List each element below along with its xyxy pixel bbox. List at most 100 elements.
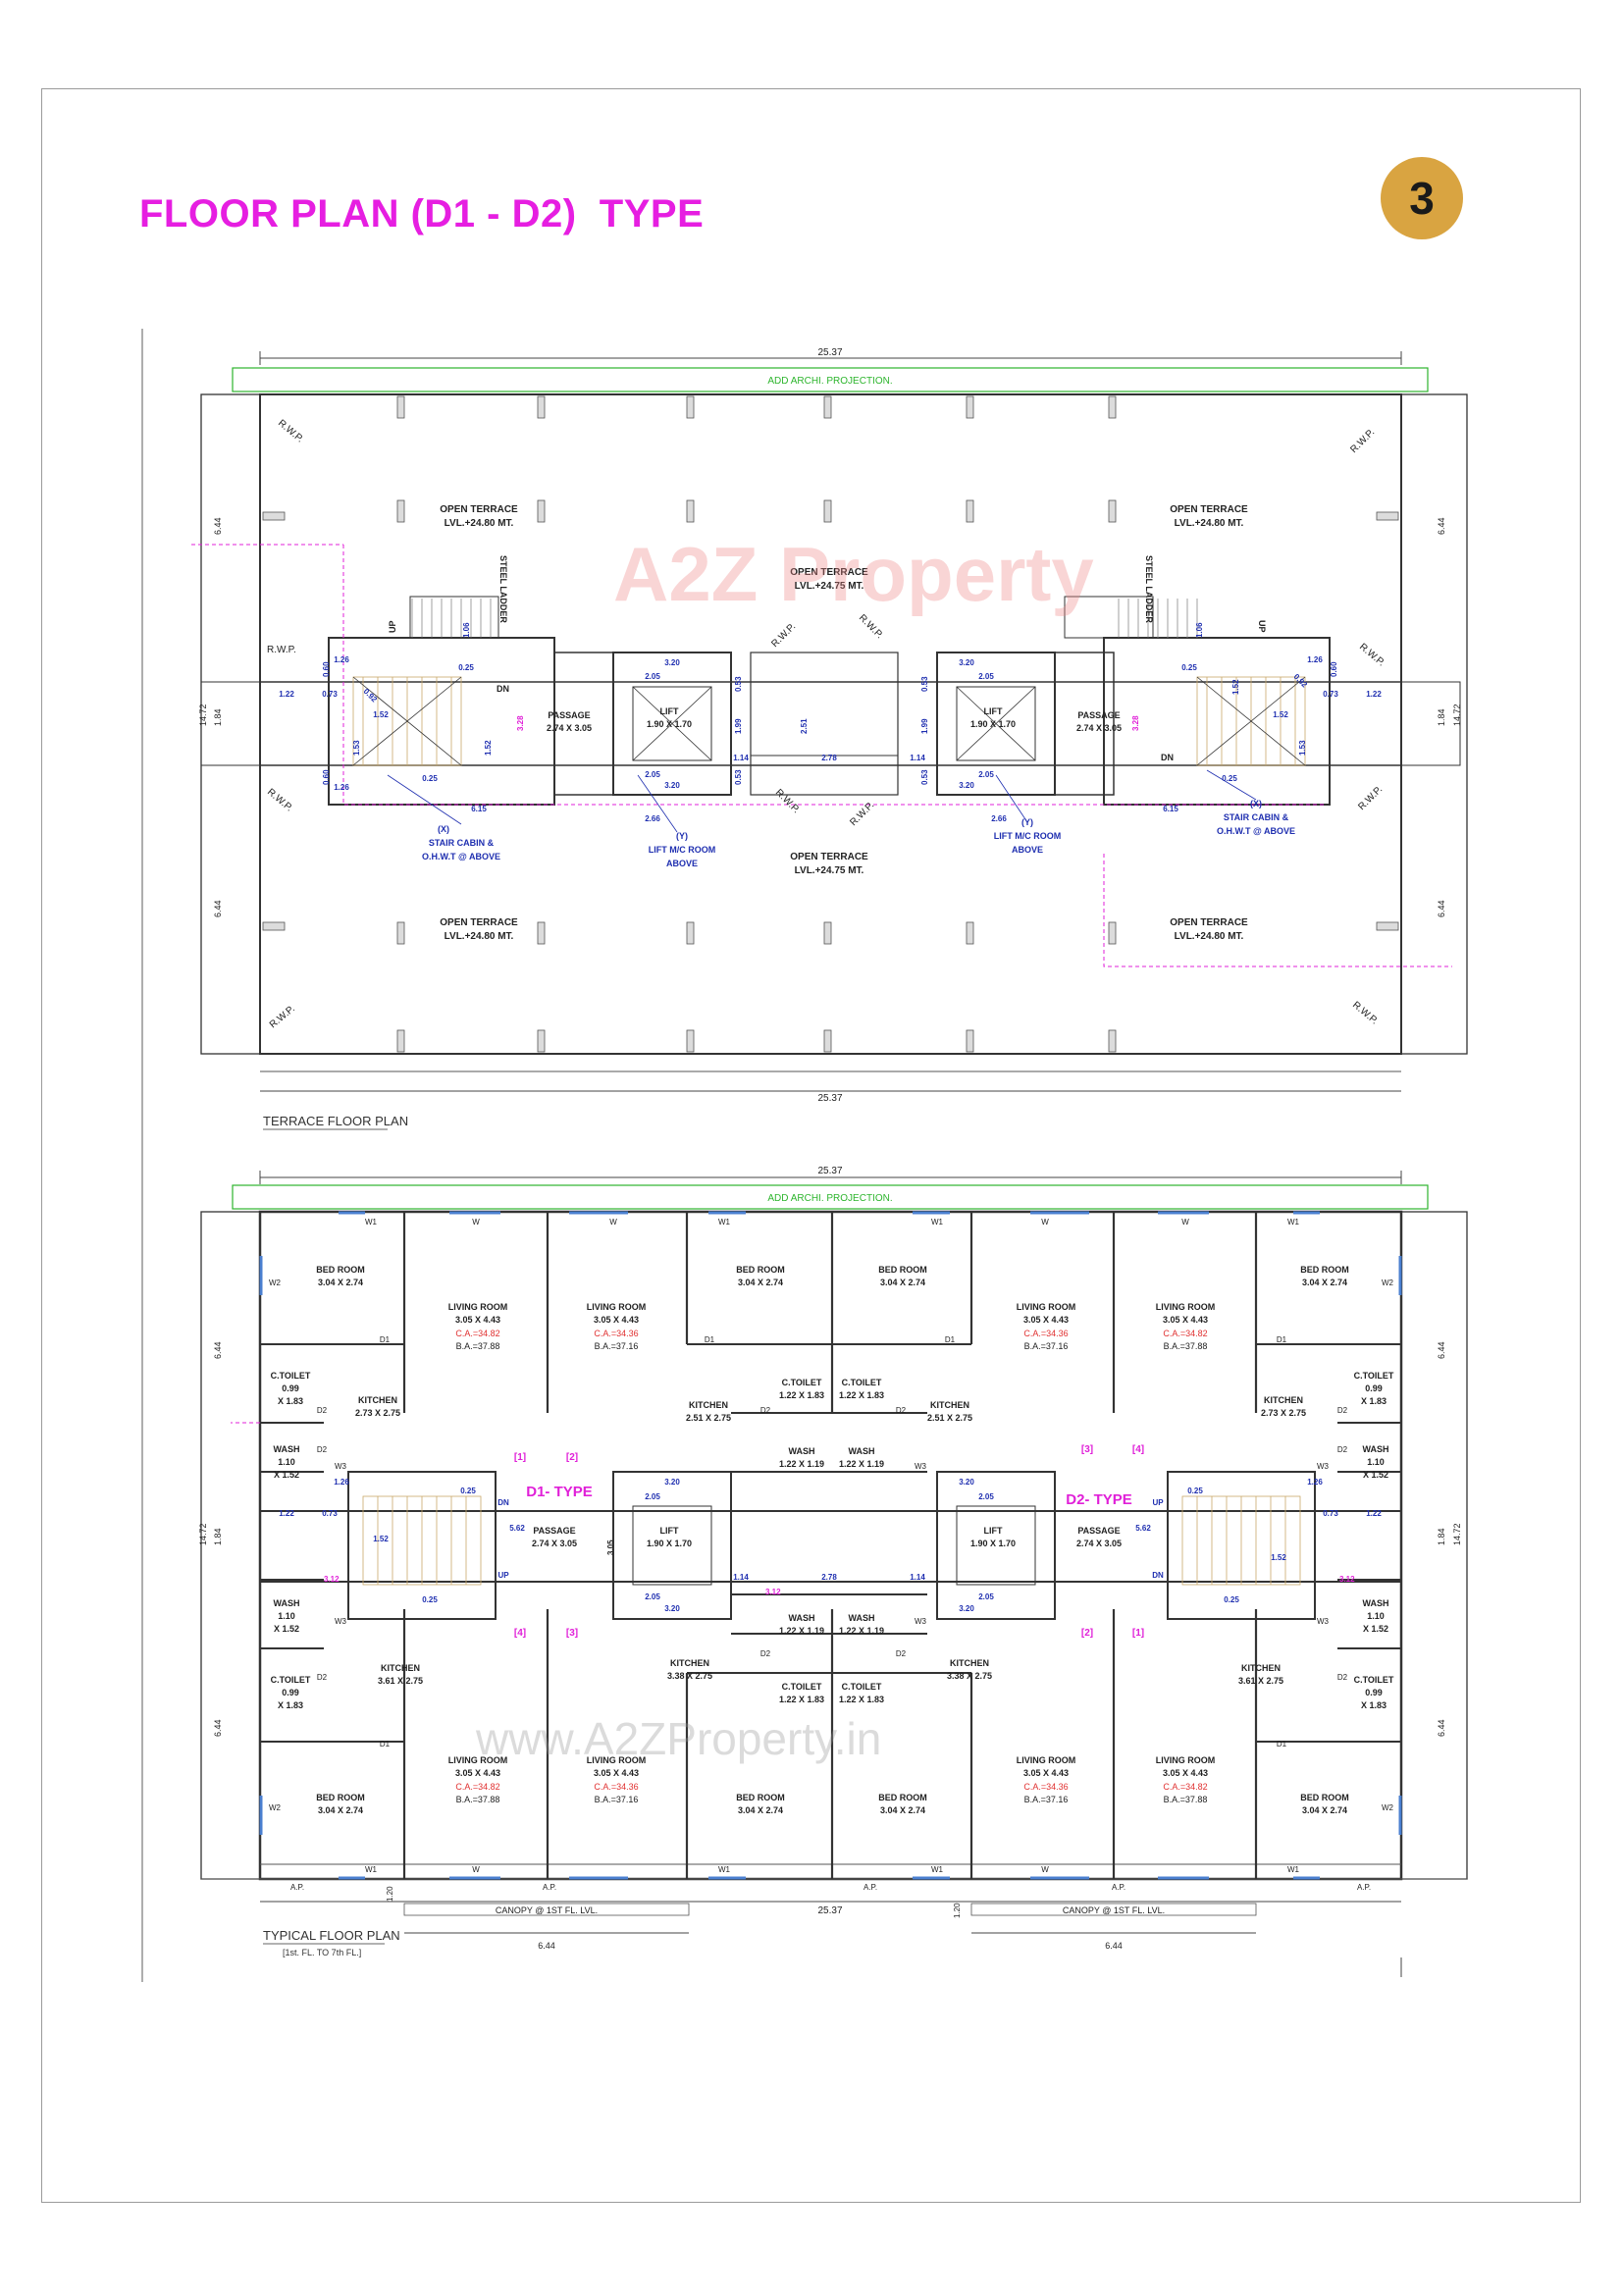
room-label-bed: BED ROOM <box>1300 1265 1349 1275</box>
room-size-wash: 1.10 <box>278 1457 295 1467</box>
typical-dim: 5.62 <box>1135 1524 1151 1533</box>
canopy-depth: 1.20 <box>386 1886 394 1902</box>
room-size-wash: 1.22 X 1.19 <box>839 1459 884 1469</box>
terrace-lift-room-y: (Y) <box>1021 817 1033 827</box>
d1-type-label: D1- TYPE <box>526 1484 593 1500</box>
terrace-dim: 1.52 <box>373 710 389 719</box>
unit-number: [4] <box>514 1628 526 1639</box>
terrace-stair-cabin-line1: STAIR CABIN & <box>1224 812 1289 822</box>
room-label-living: LIVING ROOM <box>448 1302 508 1312</box>
terrace-dim: 2.05 <box>978 672 994 681</box>
terrace-dim: 0.25 <box>1181 663 1197 672</box>
carpet-area: C.A.=34.82 <box>455 1782 499 1792</box>
room-label-bed: BED ROOM <box>878 1265 927 1275</box>
terrace-dim: 2.66 <box>991 814 1007 823</box>
room-size-wash: X 1.52 <box>274 1470 299 1480</box>
room-size-bed: 3.04 X 2.74 <box>880 1278 925 1287</box>
typical-dim-left-bottom: 6.44 <box>213 1719 223 1737</box>
door-tag: D2 <box>760 1649 771 1658</box>
carpet-area: C.A.=34.36 <box>1023 1782 1068 1792</box>
room-label-lift: LIFT <box>660 1526 679 1536</box>
room-label-toilet: C.TOILET <box>842 1682 882 1692</box>
carpet-area: C.A.=34.36 <box>594 1329 638 1338</box>
room-label-toilet: C.TOILET <box>1354 1371 1394 1381</box>
terrace-dn-label: DN <box>497 684 509 694</box>
terrace-up-label: UP <box>1257 620 1267 633</box>
room-size-living: 3.05 X 4.43 <box>594 1768 639 1778</box>
built-area: B.A.=37.88 <box>1164 1795 1208 1804</box>
terrace-lift-size: 1.90 X 1.70 <box>970 719 1016 729</box>
built-area: B.A.=37.16 <box>1024 1341 1069 1351</box>
terrace-dim: 0.92 <box>1292 672 1310 690</box>
terrace-open-terrace-label: OPEN TERRACE <box>1170 504 1248 515</box>
window-tag: W1 <box>931 1865 944 1874</box>
typical-dim: 5.62 <box>509 1524 525 1533</box>
watermark-url: www.A2ZProperty.in <box>475 1713 881 1764</box>
typical-outer-walls <box>258 1210 1403 1881</box>
built-area: B.A.=37.88 <box>456 1795 500 1804</box>
window-tag: W3 <box>335 1462 347 1471</box>
terrace-level-label: LVL.+24.75 MT. <box>795 581 864 592</box>
window-tag: W1 <box>718 1865 731 1874</box>
unit-number: [4] <box>1132 1444 1144 1455</box>
terrace-dim: 1.06 <box>1195 622 1204 638</box>
typical-dim: 3.05 <box>606 1539 615 1555</box>
typical-dim: 1.26 <box>334 1478 349 1487</box>
window-tag: W1 <box>1287 1865 1300 1874</box>
terrace-dim: 1.99 <box>920 718 929 734</box>
typical-overall-width-bottom: 25.37 <box>817 1905 842 1916</box>
room-size-bed: 3.04 X 2.74 <box>318 1805 363 1815</box>
room-size-toilet: X 1.83 <box>278 1700 303 1710</box>
terrace-caption: TERRACE FLOOR PLAN <box>263 1114 408 1128</box>
terrace-dim: 2.05 <box>645 770 660 779</box>
window-tag: W1 <box>718 1218 731 1226</box>
terrace-rwp-label: R.W.P. <box>265 787 294 814</box>
terrace-open-terrace-label: OPEN TERRACE <box>790 852 868 862</box>
terrace-level-label: LVL.+24.75 MT. <box>795 865 864 876</box>
terrace-rwp-label: R.W.P. <box>276 418 305 445</box>
terrace-rwp-label: R.W.P. <box>1357 642 1387 669</box>
room-label-wash: WASH <box>789 1446 815 1456</box>
terrace-open-terrace-label: OPEN TERRACE <box>790 567 868 578</box>
room-size-kitchen: 3.61 X 2.75 <box>378 1676 423 1686</box>
terrace-dim: 2.05 <box>645 672 660 681</box>
typical-dim: 1.22 <box>279 1509 294 1518</box>
terrace-dim: 0.25 <box>1222 774 1237 783</box>
room-size-lift: 1.90 X 1.70 <box>970 1539 1016 1548</box>
window-tag: W <box>472 1218 480 1226</box>
terrace-rwp-label: R.W.P. <box>1350 1000 1380 1027</box>
terrace-level-label: LVL.+24.80 MT. <box>1175 518 1244 529</box>
canopy-label: CANOPY @ 1ST FL. LVL. <box>1063 1905 1165 1915</box>
window-tag: W <box>609 1218 617 1226</box>
room-label-kitchen: KITCHEN <box>358 1395 397 1405</box>
typical-dim-left-top: 6.44 <box>213 1341 223 1359</box>
room-size-wash: 1.22 X 1.19 <box>779 1459 824 1469</box>
window-tag: W2 <box>269 1278 282 1287</box>
room-size-bed: 3.04 X 2.74 <box>880 1805 925 1815</box>
door-tag: D1 <box>1277 1740 1287 1748</box>
typical-dim: 0.25 <box>422 1595 438 1604</box>
terrace-rwp-label: R.W.P. <box>769 621 798 650</box>
typical-dim: 3.20 <box>959 1478 974 1487</box>
terrace-projection-label: ADD ARCHI. PROJECTION. <box>767 376 892 387</box>
terrace-level-label: LVL.+24.80 MT. <box>445 931 514 942</box>
terrace-dim: 0.60 <box>1330 661 1338 677</box>
terrace-dim: 3.20 <box>664 781 680 790</box>
canopy-width: 6.44 <box>538 1941 555 1951</box>
terrace-stair-cabin-line1: STAIR CABIN & <box>429 838 495 848</box>
terrace-dim-right-184: 1.84 <box>1437 708 1446 726</box>
watermark-brand: A2Z Property <box>613 531 1094 617</box>
terrace-rwp-label: R.W.P. <box>1348 427 1377 455</box>
terrace-floor-plan: 25.37 ADD ARCHI. PROJECTION. <box>191 347 1468 1130</box>
terrace-lift-room-line2: ABOVE <box>1012 845 1043 855</box>
typical-dim: 3.20 <box>664 1604 680 1613</box>
built-area: B.A.=37.88 <box>1164 1341 1208 1351</box>
room-size-toilet: X 1.83 <box>278 1396 303 1406</box>
window-tag: W <box>1041 1218 1049 1226</box>
typical-up: UP <box>497 1571 509 1580</box>
terrace-projection-band <box>232 367 1429 392</box>
room-label-bed: BED ROOM <box>316 1793 365 1802</box>
window-tag: W3 <box>335 1617 347 1626</box>
terrace-dim: 0.53 <box>920 769 929 785</box>
typical-dim-right-bottom: 6.44 <box>1437 1719 1446 1737</box>
